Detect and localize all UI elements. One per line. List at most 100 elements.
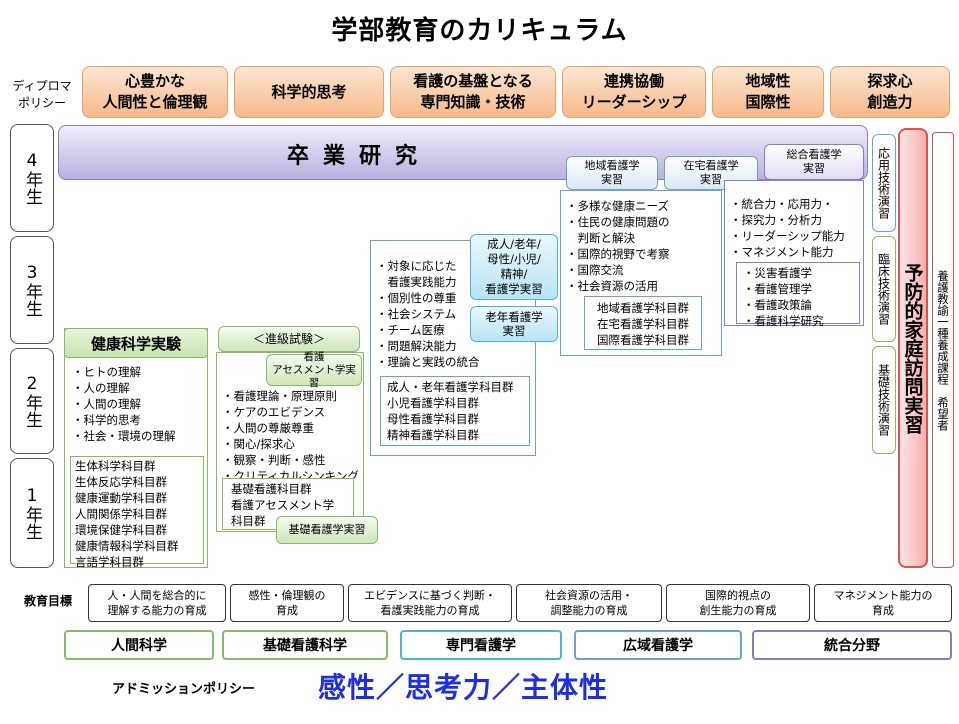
- diploma-policy-label-line: ポリシー: [17, 96, 66, 110]
- ability-item: ・人の理解: [72, 381, 130, 395]
- assessment-practicum: 看護アセスメント学実習: [266, 351, 362, 389]
- ability-item: ・マネジメント能力: [730, 245, 834, 259]
- field-specialized-nursing: 専門看護学: [400, 630, 562, 660]
- diploma-item-leadership: 連携協働リーダーシップ: [562, 66, 706, 118]
- subject-item: ・看護科学研究: [743, 314, 824, 328]
- admission-policy-value: 感性／思考力／主体性: [318, 671, 609, 704]
- specialized-subjects-box: 成人・老年看護学科目群 小児看護学科目群 母性看護学科目群 精神看護学科目群: [380, 376, 530, 446]
- subject-item: ・看護管理学: [743, 282, 812, 296]
- diploma-item-humanity: 心豊かな人間性と倫理観: [82, 66, 228, 118]
- subject-item: 基礎看護科目群: [231, 482, 312, 496]
- ability-item: ・人間の理解: [72, 397, 141, 411]
- specialized-abilities-list: ・対象に応じた 看護実践能力 ・個別性の尊重 ・社会システム ・チーム医療 ・問…: [376, 258, 480, 370]
- ability-item: ・社会・環境の理解: [72, 429, 176, 443]
- year-1: 1年生: [10, 458, 54, 568]
- ability-item: ・対象に応じた: [376, 259, 457, 273]
- ability-item: ・探究力・分析力: [730, 213, 822, 227]
- subject-item: 健康情報科学科目群: [75, 539, 179, 553]
- ability-item: ・理論と実践の統合: [376, 355, 480, 369]
- diploma-item-regional: 地域性国際性: [712, 66, 824, 118]
- diploma-item-knowledge: 看護の基盤となる専門知識・技術: [390, 66, 556, 118]
- ability-item: 看護実践能力: [376, 275, 457, 289]
- diploma-policy-label-line: ディプロマ: [12, 79, 72, 93]
- field-regional-nursing: 広域看護学: [574, 630, 742, 660]
- ability-item: 判断と解決: [566, 231, 635, 245]
- ability-item: ・個別性の尊重: [376, 291, 457, 305]
- admission-policy-label: アドミッションポリシー: [112, 682, 256, 697]
- subject-item: 科目群: [231, 514, 266, 528]
- ability-item: ・社会資源の活用: [566, 279, 658, 293]
- advancement-exam: ＜進級試験＞: [218, 326, 360, 352]
- ability-item: ・観察・判断・感性: [222, 453, 326, 467]
- education-goal-item: 社会資源の活用・調整能力の育成: [516, 584, 662, 622]
- clinical-practicum-group: 成人/老年/ 母性/小児/ 精神/ 看護学実習: [470, 234, 558, 300]
- ability-item: ・科学的思考: [72, 413, 141, 427]
- subject-item: ・看護政策論: [743, 298, 812, 312]
- human-science-box: [64, 328, 208, 568]
- field-human-science: 人間科学: [64, 630, 214, 660]
- ability-item: ・リーダーシップ能力: [730, 229, 845, 243]
- health-science-lab: 健康科学実験: [64, 328, 208, 358]
- community-nursing-practicum: 地域看護学実習: [566, 156, 658, 190]
- preventive-home-visit-practicum: 予防的家庭訪問実習: [898, 128, 928, 568]
- subject-item: 地域看護学科目群: [597, 301, 689, 315]
- subject-item: 母性看護学科目群: [387, 412, 479, 426]
- diploma-item-creativity: 探求心創造力: [830, 66, 950, 118]
- ability-item: ・国際的視野で考察: [566, 247, 670, 261]
- subject-item: 環境保健学科目群: [75, 523, 167, 537]
- graduation-research-bar: 卒業研究: [58, 125, 868, 180]
- subject-item: 言語学科目群: [75, 555, 144, 569]
- elderly-nursing-practicum: 老年看護学実習: [470, 306, 558, 342]
- subject-item: 国際看護学科目群: [597, 333, 689, 347]
- ability-item: ・多様な健康ニーズ: [566, 199, 669, 213]
- ability-item: ・関心/探求心: [222, 437, 295, 451]
- subject-item: 精神看護学科目群: [387, 428, 479, 442]
- year-4: 4年生: [10, 124, 54, 232]
- subject-item: 小児看護学科目群: [387, 396, 479, 410]
- integrated-subjects-box: ・災害看護学 ・看護管理学 ・看護政策論 ・看護科学研究: [736, 262, 860, 328]
- basic-abilities-list: ・看護理論・原理原則 ・ケアのエビデンス ・人間の尊厳尊重 ・関心/探求心 ・観…: [222, 388, 359, 484]
- education-goal-item: 人・人間を総合的に理解する能力の育成: [88, 584, 226, 622]
- ability-item: ・ケアのエビデンス: [222, 405, 326, 419]
- ability-item: ・看護理論・原理原則: [222, 389, 337, 403]
- field-integrated: 統合分野: [752, 630, 952, 660]
- subject-item: 生体科学科目群: [75, 459, 156, 473]
- year-2: 2年生: [10, 348, 54, 454]
- ability-item: ・統合力・応用力・: [730, 197, 834, 211]
- school-nurse-teacher-course: 養護教諭一種養成課程 希望者: [932, 132, 954, 568]
- diploma-policy-label: ディプロマ ポリシー: [6, 78, 78, 112]
- education-goal-item: エビデンスに基づく判断・看護実践能力の育成: [348, 584, 512, 622]
- human-subjects-box: 生体科学科目群 生体反応学科目群 健康運動学科目群 人間関係学科目群 環境保健学…: [70, 456, 204, 569]
- clinical-skills-drill: 臨床技術演習: [872, 236, 896, 342]
- integrated-nursing-practicum: 総合看護学実習: [764, 144, 864, 180]
- ability-item: ・ヒトの理解: [72, 365, 141, 379]
- ability-item: ・社会システム: [376, 307, 457, 321]
- ability-item: ・住民の健康問題の: [566, 215, 670, 229]
- ability-item: ・国際交流: [566, 263, 624, 277]
- subject-item: 生体反応学科目群: [75, 475, 167, 489]
- human-abilities-list: ・ヒトの理解 ・人の理解 ・人間の理解 ・科学的思考 ・社会・環境の理解: [72, 364, 176, 444]
- basic-nursing-practicum: 基礎看護学実習: [276, 516, 378, 544]
- regional-subjects-box: 地域看護学科目群 在宅看護学科目群 国際看護学科目群: [584, 296, 702, 350]
- ability-item: ・人間の尊厳尊重: [222, 421, 314, 435]
- subject-item: 人間関係学科目群: [75, 507, 167, 521]
- graduation-research-label: 卒業研究: [286, 143, 431, 169]
- field-basic-nursing: 基礎看護科学: [222, 630, 388, 660]
- basic-skills-drill: 基礎技術演習: [872, 346, 896, 454]
- diploma-item-science: 科学的思考: [234, 66, 384, 118]
- subject-item: 看護アセスメント学: [231, 498, 335, 512]
- subject-item: 健康運動学科目群: [75, 491, 167, 505]
- year-3: 3年生: [10, 236, 54, 344]
- education-goals-label: 教育目標: [23, 594, 72, 608]
- applied-skills-drill: 応用技術演習: [872, 134, 896, 232]
- education-goal-item: 感性・倫理観の育成: [230, 584, 344, 622]
- education-goal-item: マネジメント能力の育成: [814, 584, 952, 622]
- regional-abilities-list: ・多様な健康ニーズ ・住民の健康問題の 判断と解決 ・国際的視野で考察 ・国際交…: [566, 198, 670, 294]
- ability-item: ・問題解決能力: [376, 339, 457, 353]
- page-title: 学部教育のカリキュラム: [331, 16, 628, 46]
- subject-item: ・災害看護学: [743, 266, 812, 280]
- integrated-abilities-list: ・統合力・応用力・ ・探究力・分析力 ・リーダーシップ能力 ・マネジメント能力: [730, 196, 845, 260]
- subject-item: 成人・老年看護学科目群: [387, 380, 514, 394]
- education-goal-item: 国際的視点の創生能力の育成: [666, 584, 810, 622]
- subject-item: 在宅看護学科目群: [597, 317, 689, 331]
